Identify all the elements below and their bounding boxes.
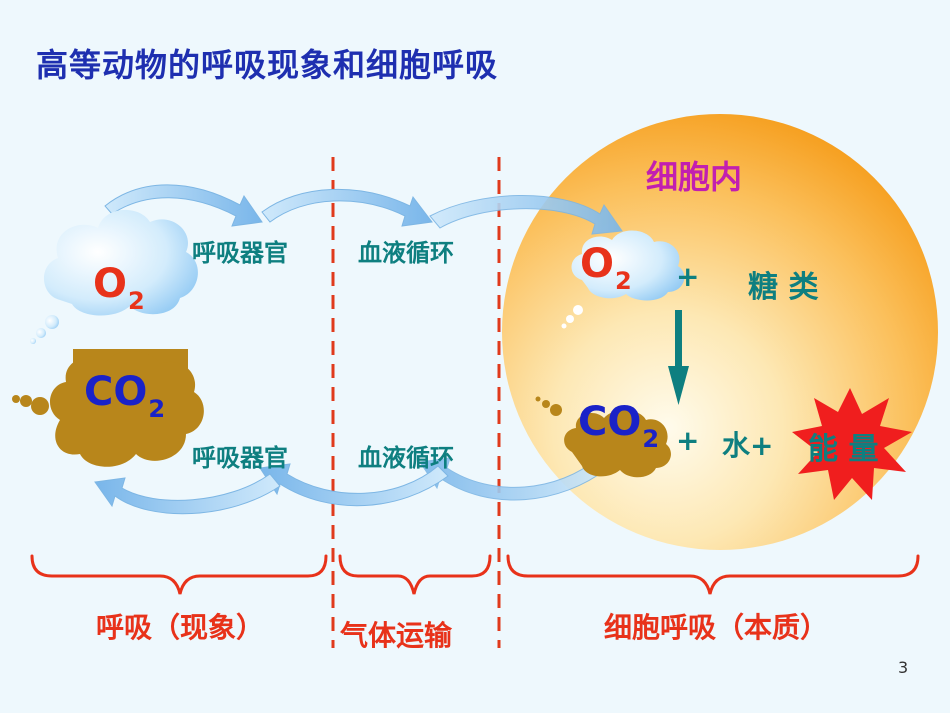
- organ-label-top: 呼吸器官: [192, 239, 288, 267]
- co2-flow-arrows: [94, 457, 609, 515]
- equation-plus-2: +: [676, 424, 700, 457]
- page-title: 高等动物的呼吸现象和细胞呼吸: [36, 46, 499, 84]
- section-braces: [30, 554, 920, 595]
- co2-right-subscript: 2: [642, 425, 660, 453]
- o2-flow-arrows: [104, 184, 623, 235]
- brace-cell-respiration: [506, 554, 920, 595]
- o2-left-symbol: O: [93, 261, 128, 307]
- blood-label-top: 血液循环: [358, 239, 454, 267]
- section-label-transport: 气体运输: [340, 619, 453, 652]
- equation-energy: 能 量: [808, 432, 879, 467]
- co2-cloud-left: [12, 349, 204, 467]
- section-label-cell-respiration: 细胞呼吸（本质）: [604, 611, 829, 644]
- o2-formula-right: O2: [580, 244, 632, 293]
- blood-label-bottom: 血液循环: [358, 444, 454, 472]
- co2-cloud-right: [535, 396, 671, 478]
- o2-cloud-left: [30, 209, 198, 344]
- energy-star: [792, 388, 912, 500]
- reaction-arrow-down: [668, 310, 689, 405]
- o2-formula-left: O2: [93, 264, 145, 313]
- equation-plus-1: +: [676, 260, 700, 293]
- co2-formula-right: CO2: [578, 402, 659, 451]
- co2-left-subscript: 2: [148, 395, 166, 423]
- organ-label-bottom: 呼吸器官: [192, 444, 288, 472]
- o2-cloud-right: [561, 230, 685, 329]
- cell-label: 细胞内: [646, 158, 743, 196]
- o2-left-subscript: 2: [128, 287, 145, 315]
- o2-right-symbol: O: [580, 241, 615, 287]
- equation-sugar: 糖 类: [748, 270, 819, 305]
- brace-transport: [338, 554, 492, 595]
- co2-right-symbol: CO: [578, 399, 642, 445]
- brace-respiration: [30, 554, 328, 595]
- equation-water: 水+: [722, 429, 774, 462]
- section-label-respiration: 呼吸（现象）: [96, 611, 265, 644]
- co2-formula-left: CO2: [84, 372, 165, 421]
- page-number: 3: [898, 658, 909, 677]
- o2-right-subscript: 2: [615, 267, 632, 295]
- co2-left-symbol: CO: [84, 369, 148, 415]
